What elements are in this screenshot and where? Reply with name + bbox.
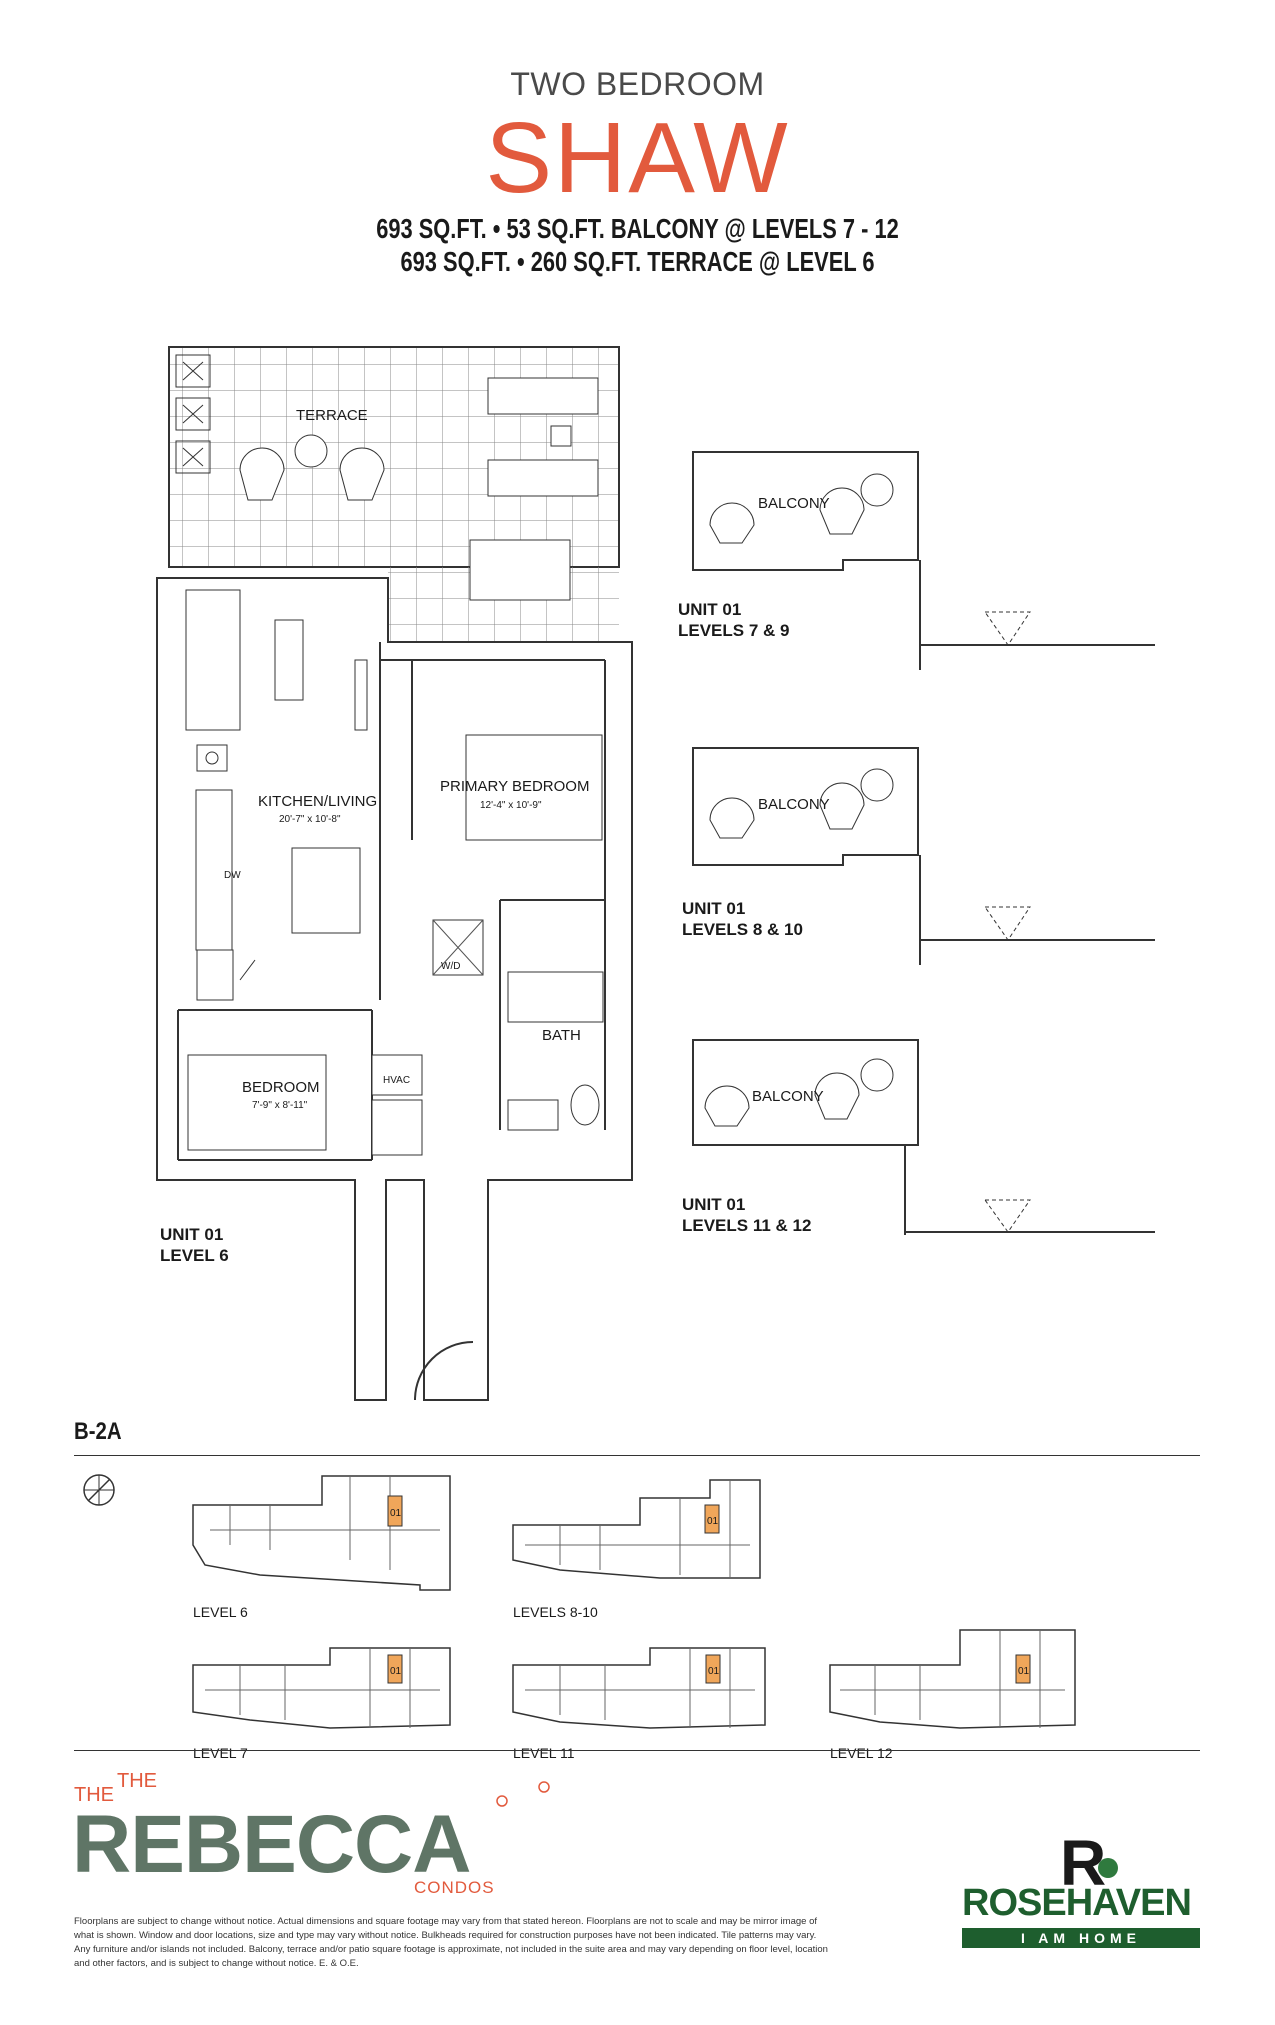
- keyplan-3-label: LEVEL 7: [193, 1745, 248, 1761]
- keyplan-level-11: 01 LEVEL 11: [512, 1647, 766, 1761]
- keyplan-level-12: 01 LEVEL 12: [829, 1629, 1076, 1761]
- unit-type: TWO BEDROOM: [510, 66, 765, 102]
- terrace-label: TERRACE: [296, 407, 368, 424]
- keyplan-5-unit: 01: [1018, 1666, 1030, 1677]
- keyplan-2-unit: 01: [707, 1516, 719, 1527]
- keyplan-4-label: LEVEL 11: [513, 1745, 575, 1761]
- bedroom-label: BEDROOM: [242, 1079, 320, 1096]
- brand-logo: REBECCA: [72, 1799, 471, 1890]
- hvac-label: HVAC: [383, 1075, 410, 1086]
- divider: [74, 1750, 1200, 1751]
- developer-name: ROSEHAVEN: [962, 1882, 1192, 1924]
- divider: [74, 1455, 1200, 1456]
- balcony-2-label: BALCONY: [758, 796, 830, 813]
- north-arrow-icon: [83, 1474, 115, 1506]
- balcony-3-unit: UNIT 01: [682, 1195, 745, 1214]
- svg-text:R: R: [1060, 1827, 1106, 1899]
- unit-label: UNIT 01: [160, 1225, 223, 1244]
- kitchen-living-label: KITCHEN/LIVING: [258, 793, 377, 810]
- balcony-1-levels: LEVELS 7 & 9: [678, 621, 789, 640]
- balcony-levels-8-10: BALCONY UNIT 01 LEVELS 8 & 10: [682, 747, 1155, 965]
- terrace: TERRACE: [168, 346, 620, 642]
- keyplan-levels-8-10: 01 LEVELS 8-10: [512, 1479, 761, 1620]
- balcony-2-unit: UNIT 01: [682, 899, 745, 918]
- bedroom-furniture: [187, 734, 604, 1156]
- brand-the-upper: THE: [117, 1770, 157, 1792]
- logo-dot-icon: [496, 1795, 508, 1807]
- balcony-levels-11-12: BALCONY UNIT 01 LEVELS 11 & 12: [682, 1039, 1155, 1235]
- spec-terrace: 693 SQ.FT. • 260 SQ.FT. TERRACE @ LEVEL …: [400, 246, 875, 277]
- balcony-2-levels: LEVELS 8 & 10: [682, 920, 803, 939]
- suite-code: B-2A: [74, 1418, 122, 1445]
- living-furniture: [185, 589, 368, 1001]
- balcony-3-levels: LEVELS 11 & 12: [682, 1216, 811, 1235]
- keyplan-1-label: LEVEL 6: [193, 1604, 248, 1620]
- dw-label: DW: [224, 870, 241, 881]
- keyplan-1-unit: 01: [390, 1508, 402, 1519]
- unit-walls: [156, 577, 633, 1401]
- keyplan-4-unit: 01: [708, 1666, 720, 1677]
- primary-bedroom-label: PRIMARY BEDROOM: [440, 778, 589, 795]
- brand-the-lower: THE: [74, 1784, 114, 1806]
- keyplan-3-unit: 01: [390, 1666, 402, 1677]
- disclaimer: Floorplans are subject to change without…: [74, 1916, 828, 1969]
- keyplan-level-7: 01 LEVEL 7: [192, 1647, 451, 1761]
- rosehaven-logo-icon: R: [1060, 1827, 1118, 1899]
- keyplan-5-label: LEVEL 12: [830, 1745, 893, 1761]
- balcony-3-label: BALCONY: [752, 1088, 824, 1105]
- kitchen-living-dim: 20'-7" x 10'-8": [279, 814, 341, 825]
- developer-tagline: I AM HOME: [962, 1928, 1200, 1948]
- bedroom-dim: 7'-9" x 8'-11": [252, 1100, 308, 1111]
- unit-level: LEVEL 6: [160, 1246, 229, 1265]
- balcony-levels-7-9: BALCONY UNIT 01 LEVELS 7 & 9: [678, 451, 1155, 670]
- primary-bedroom-dim: 12'-4" x 10'-9": [480, 800, 542, 811]
- brand-condos: CONDOS: [414, 1878, 495, 1897]
- balcony-1-unit: UNIT 01: [678, 600, 741, 619]
- spec-balcony: 693 SQ.FT. • 53 SQ.FT. BALCONY @ LEVELS …: [376, 213, 899, 244]
- keyplan-2-label: LEVELS 8-10: [513, 1604, 598, 1620]
- keyplan-level-6: 01 LEVEL 6: [192, 1475, 451, 1620]
- wd-label: W/D: [441, 961, 460, 972]
- balcony-1-label: BALCONY: [758, 495, 830, 512]
- logo-dot-icon: [538, 1781, 550, 1793]
- bath-label: BATH: [542, 1027, 581, 1044]
- model-name: SHAW: [485, 102, 790, 214]
